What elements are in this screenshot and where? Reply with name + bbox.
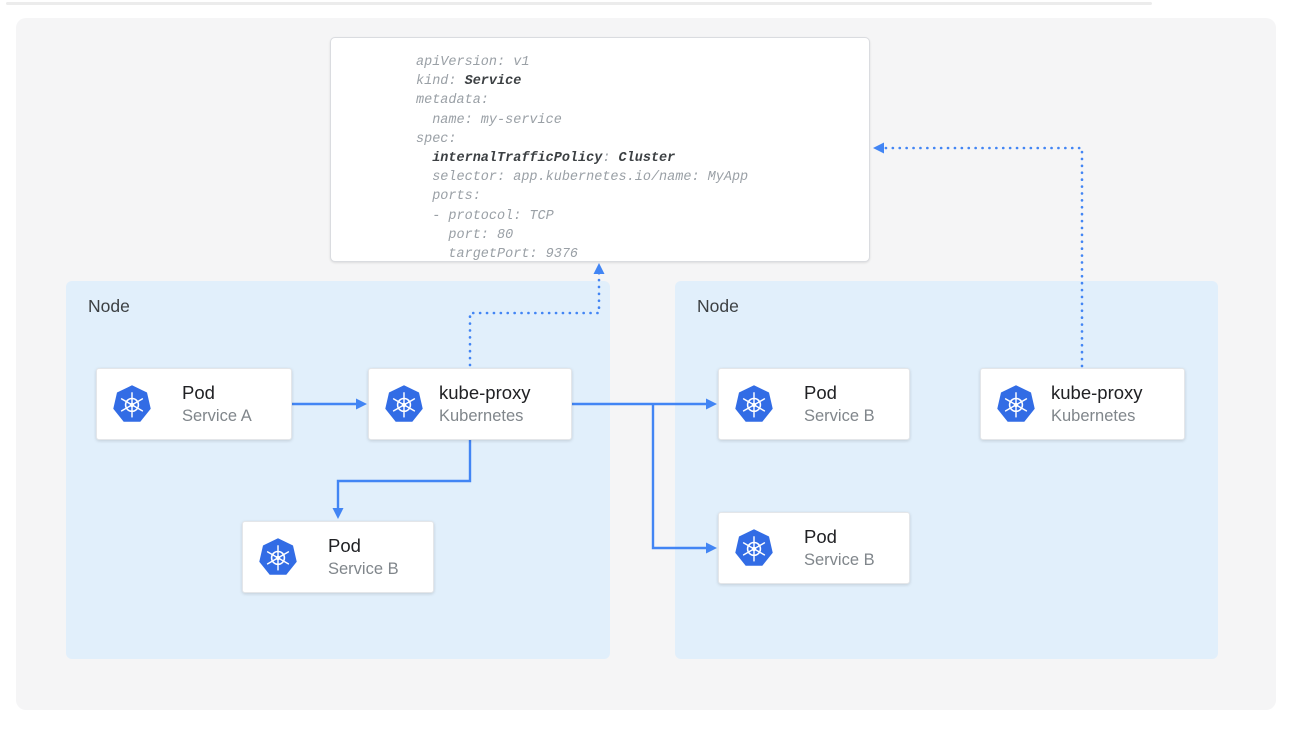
kubernetes-icon	[258, 537, 298, 578]
card-kubeproxy-left: kube-proxy Kubernetes	[368, 368, 572, 440]
card-pod-service-b-right-top: Pod Service B	[718, 368, 910, 440]
card-title: kube-proxy	[1051, 381, 1143, 403]
card-pod-service-a: Pod Service A	[96, 368, 292, 440]
card-title: Pod	[328, 534, 361, 556]
node-left: Node	[66, 281, 610, 659]
node-left-label: Node	[88, 296, 130, 316]
node-right: Node	[675, 281, 1218, 659]
card-subtitle: Service A	[182, 406, 252, 425]
yaml-line: name: my-service	[416, 112, 562, 128]
top-divider	[6, 2, 1152, 5]
yaml-line: apiVersion: v1	[416, 55, 530, 70]
service-yaml-card: apiVersion: v1 kind: Service metadata: nam…	[330, 37, 870, 262]
node-right-label: Node	[697, 296, 739, 316]
kubernetes-icon	[734, 384, 774, 425]
card-subtitle: Service B	[804, 406, 875, 425]
card-title: kube-proxy	[439, 381, 531, 403]
card-subtitle: Service B	[804, 550, 875, 569]
yaml-code: apiVersion: v1 kind: Service metadata: nam…	[416, 53, 869, 264]
kubernetes-logo	[113, 384, 151, 422]
card-kubeproxy-right: kube-proxy Kubernetes	[980, 368, 1185, 440]
yaml-line: internalTrafficPolicy: Cluster	[432, 151, 676, 167]
kubernetes-logo	[259, 537, 297, 575]
card-subtitle: Kubernetes	[439, 406, 524, 425]
kubernetes-icon	[384, 384, 424, 425]
card-subtitle: Kubernetes	[1051, 406, 1136, 425]
kubernetes-logo	[385, 384, 423, 422]
card-title: Pod	[804, 525, 837, 547]
yaml-line: - protocol: TCP	[416, 208, 554, 224]
yaml-line: metadata:	[416, 93, 489, 109]
yaml-line: targetPort: 9376	[416, 247, 579, 263]
kubernetes-icon	[996, 384, 1036, 425]
card-title: Pod	[182, 381, 215, 403]
yaml-line: spec:	[416, 131, 457, 147]
yaml-line: port: 80	[416, 227, 514, 243]
yaml-line: ports:	[416, 189, 481, 205]
card-pod-service-b-left: Pod Service B	[242, 521, 434, 593]
kubernetes-logo	[735, 528, 773, 566]
card-title: Pod	[804, 381, 837, 403]
kubernetes-logo	[997, 384, 1035, 422]
yaml-line: kind: Service	[416, 74, 522, 90]
kubernetes-icon	[734, 528, 774, 569]
card-subtitle: Service B	[328, 559, 399, 578]
kubernetes-logo	[735, 384, 773, 422]
kubernetes-icon	[112, 384, 152, 425]
card-pod-service-b-right-bottom: Pod Service B	[718, 512, 910, 584]
yaml-line: selector: app.kubernetes.io/name: MyApp	[416, 170, 749, 186]
